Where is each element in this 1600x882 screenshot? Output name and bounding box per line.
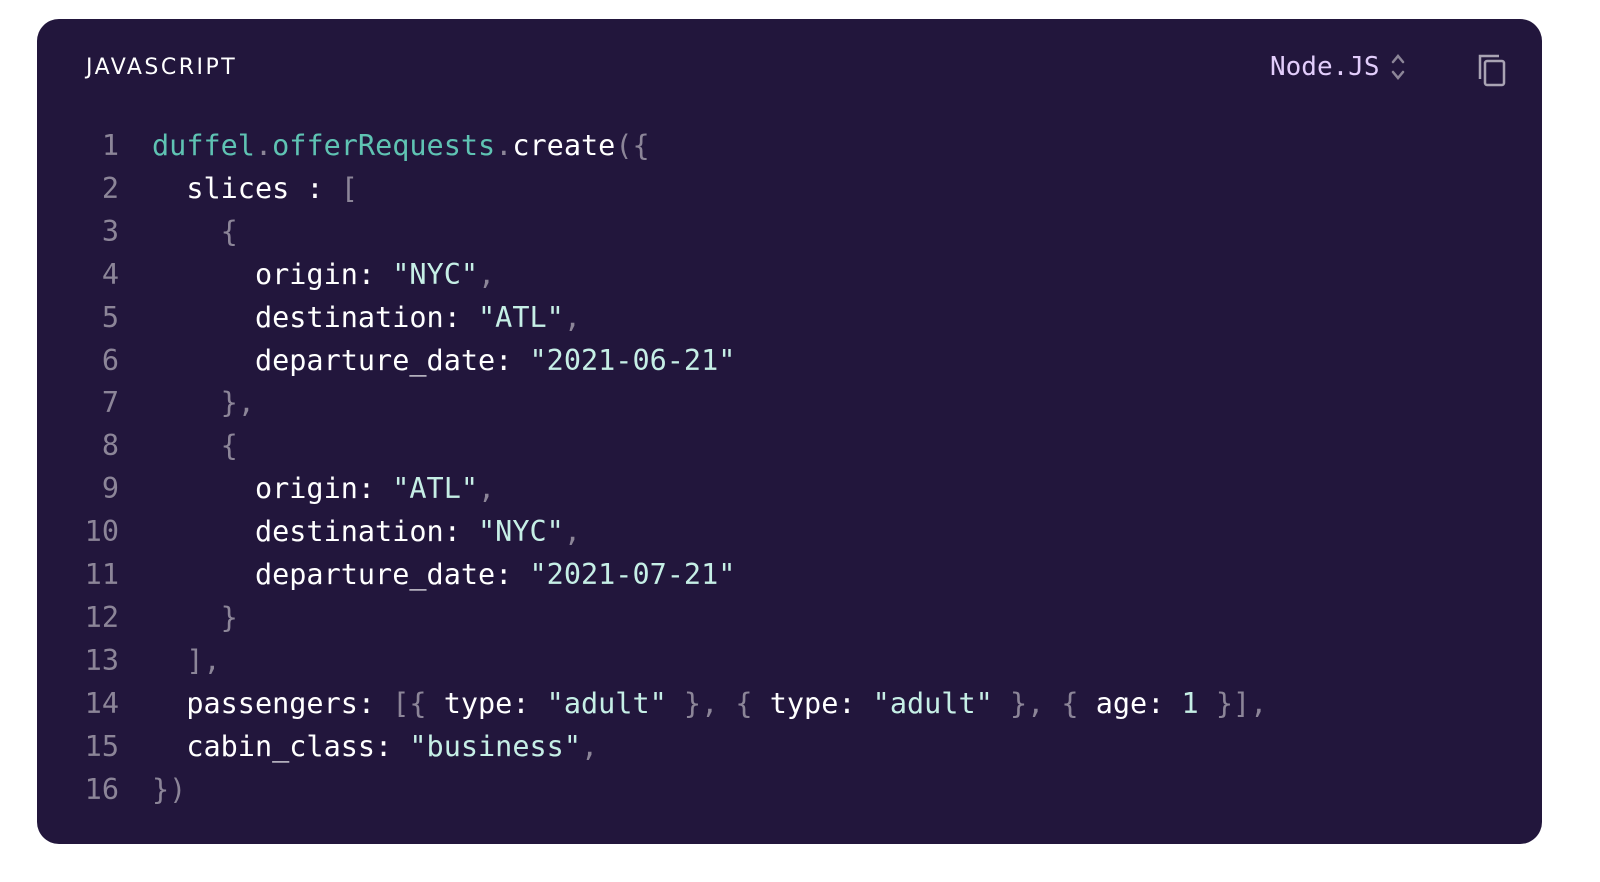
line-number: 9: [101, 472, 119, 506]
line-code: cabin_class: "business",: [152, 726, 598, 769]
code-token: {: [152, 429, 238, 463]
code-token: cabin_class:: [152, 729, 410, 763]
code-token: origin:: [152, 257, 393, 291]
code-token: ,: [478, 257, 496, 291]
code-line: 14 passengers: [{ type: "adult" }, { typ…: [37, 683, 1268, 726]
code-token: [{: [392, 686, 444, 720]
language-label: JAVASCRIPT: [86, 55, 238, 80]
chevron-up-down-icon: [1391, 54, 1404, 80]
code-token: slices :: [152, 171, 341, 205]
code-token: },: [152, 386, 255, 420]
line-number: 5: [101, 300, 119, 334]
code-token: ({: [615, 129, 650, 162]
line-code: ],: [152, 640, 221, 683]
code-token: {: [152, 214, 238, 248]
code-line: 13 ],: [37, 640, 1267, 683]
line-number: 4: [101, 257, 119, 291]
code-line: 7 },: [37, 382, 1267, 425]
line-number: 2: [101, 171, 119, 205]
code-token: .: [495, 129, 513, 162]
line-code: origin: "NYC",: [152, 254, 495, 297]
code-block: JAVASCRIPT Node.JS 1 duffel.offerRequests…: [37, 19, 1542, 844]
line-code: }): [152, 769, 186, 812]
code-token: ,: [580, 729, 599, 763]
line-code: departure_date: "2021-06-21": [152, 340, 735, 383]
code-token: departure_date:: [152, 343, 530, 377]
copy-icon[interactable]: [1477, 53, 1507, 87]
code-token: }): [152, 772, 187, 806]
code-line: 11 departure_date: "2021-07-21": [37, 554, 1267, 597]
line-number: 6: [101, 343, 119, 377]
runtime-selector[interactable]: Node.JS: [1270, 51, 1406, 83]
code-token: ],: [152, 643, 221, 677]
code-token: }: [152, 600, 238, 634]
code-token: }],: [1198, 686, 1268, 720]
code-token: duffel: [152, 129, 255, 162]
line-number: 10: [84, 515, 119, 549]
code-token: destination:: [152, 515, 479, 549]
line-code: {: [152, 425, 238, 468]
code-token: .: [254, 129, 273, 162]
line-code: destination: "ATL",: [152, 297, 581, 340]
code-line: 12 }: [37, 597, 1267, 640]
line-code: {: [152, 211, 238, 254]
line-code: passengers: [{ type: "adult" }, { type: …: [152, 683, 1267, 726]
line-number: 14: [84, 686, 119, 720]
code-token: origin:: [152, 472, 393, 506]
code-line: 15 cabin_class: "business",: [37, 726, 1267, 769]
code-token: ,: [478, 472, 496, 506]
line-code: },: [152, 382, 255, 425]
code-token: passengers:: [152, 686, 393, 720]
line-number: 1: [101, 129, 119, 162]
line-code: destination: "NYC",: [152, 511, 581, 554]
code-token: }, {: [666, 686, 770, 720]
code-token: offerRequests: [272, 129, 496, 162]
line-number: 13: [84, 643, 119, 677]
code-token: 1: [1181, 686, 1199, 720]
code-token: "business": [409, 729, 581, 763]
code-line: 5 destination: "ATL",: [37, 297, 1267, 340]
code-token: "ATL": [478, 300, 564, 334]
code-token: ,: [563, 515, 581, 549]
line-number: 8: [101, 429, 119, 463]
code-line: 2 slices : [: [37, 168, 1267, 211]
code-line: 8 {: [37, 425, 1267, 468]
line-number: 7: [101, 386, 119, 420]
code-token: age:: [1095, 686, 1182, 720]
code-token: create: [512, 129, 616, 162]
runtime-label: Node.JS: [1270, 52, 1380, 82]
code-token: "2021-06-21": [529, 343, 736, 377]
line-code: origin: "ATL",: [152, 468, 495, 511]
code-token: ,: [563, 300, 581, 334]
code-token: departure_date:: [152, 558, 530, 592]
code-token: [: [340, 171, 358, 205]
line-number: 11: [84, 558, 119, 592]
code-line: 9 origin: "ATL",: [37, 468, 1267, 511]
line-number: 15: [84, 729, 119, 763]
code-token: "2021-07-21": [529, 558, 736, 592]
code-token: type:: [769, 686, 873, 720]
code-token: "adult": [546, 686, 667, 720]
code-line: 4 origin: "NYC",: [37, 254, 1267, 297]
line-code: slices : [: [152, 168, 358, 211]
code-line: 16}): [37, 769, 1267, 812]
code-token: "NYC": [478, 515, 564, 549]
code-line: 3 {: [37, 211, 1267, 254]
line-code: duffel.offerRequests.create({: [152, 125, 650, 168]
code-token: }, {: [992, 686, 1096, 720]
line-number: 16: [84, 772, 119, 806]
code-token: type:: [443, 686, 547, 720]
line-code: departure_date: "2021-07-21": [152, 554, 735, 597]
code-token: "adult": [872, 686, 993, 720]
code-token: "ATL": [392, 472, 479, 506]
code-line: 10 destination: "NYC",: [37, 511, 1267, 554]
line-number: 3: [101, 214, 119, 248]
line-code: }: [152, 597, 238, 640]
code-line: 6 departure_date: "2021-06-21": [37, 340, 1267, 383]
line-number: 12: [84, 600, 119, 634]
code-token: "NYC": [392, 257, 479, 291]
code-token: destination:: [152, 300, 479, 334]
